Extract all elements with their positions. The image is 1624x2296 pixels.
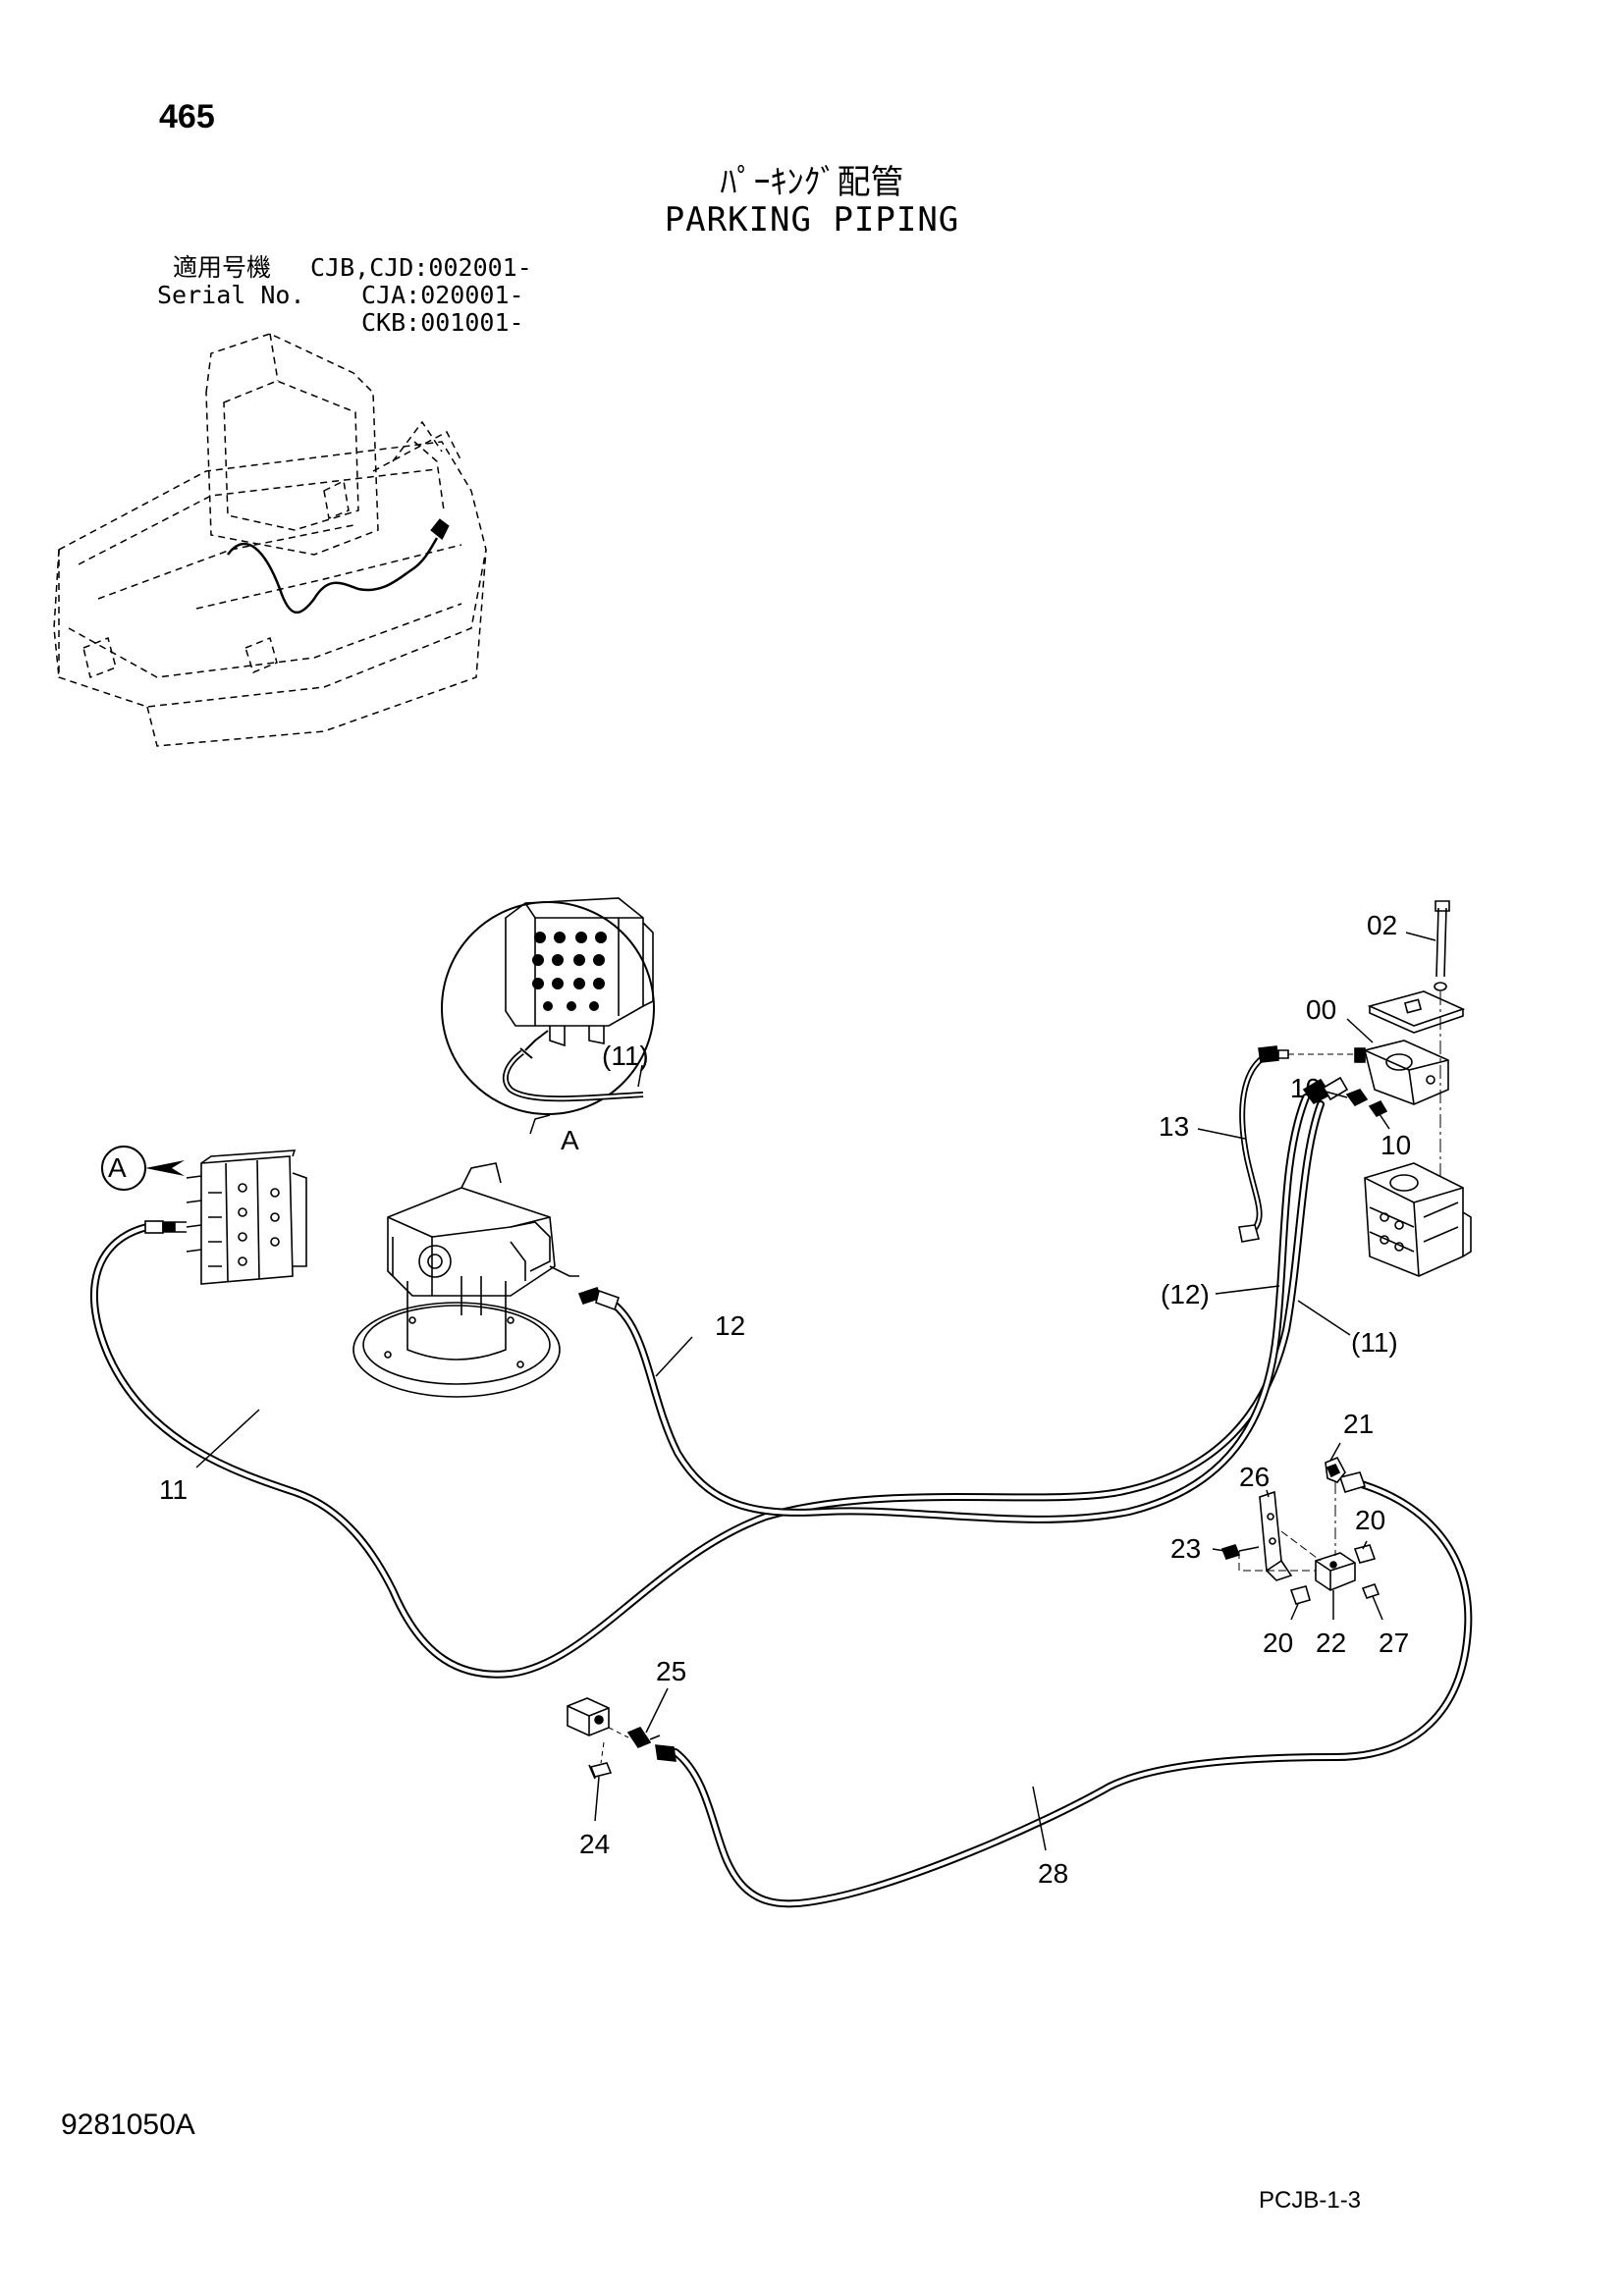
callout-12: 12 [715,1310,745,1341]
callout-13: 13 [1159,1111,1189,1142]
hose-fittings [144,1045,1367,1762]
view-marker-a-letter: A [108,1152,127,1183]
bracket-assembly [1220,1456,1380,1605]
callout-26: 26 [1239,1462,1270,1492]
serial-label-en: Serial No. [157,281,305,309]
control-valve [146,1149,307,1285]
serial-label-jp: 適用号機 [173,253,272,282]
page-title: PARKING PIPING [664,200,960,240]
callout-labels: 02 00 10 10 13 (11) A A (12) (11) 12 11 … [108,910,1411,1889]
serial-value-1: CJB,CJD:002001- [310,253,532,282]
hose-12 [605,1094,1310,1523]
hose-lines [90,1052,1473,1908]
callout-10-lower: 10 [1380,1130,1411,1160]
page-number: 465 [159,98,215,135]
callout-28: 28 [1038,1858,1068,1889]
parking-brake-valve-assembly [1345,900,1472,1277]
serial-value-2: CJA:020001- [361,281,524,309]
callout-27: 27 [1379,1628,1409,1658]
callout-23: 23 [1170,1533,1201,1564]
callout-24: 24 [579,1829,610,1859]
callout-20-upper: 20 [1355,1505,1385,1535]
leader-lines [195,932,1436,1851]
callout-00: 00 [1306,994,1336,1025]
callout-11-detail: (11) [602,1041,649,1071]
view-label-a: A [561,1125,579,1155]
callout-11: 11 [159,1474,188,1505]
hose-28 [672,1478,1473,1908]
hose-13 [1239,1052,1270,1235]
view-a-marker [101,1146,185,1191]
callout-11-paren-right: (11) [1351,1327,1398,1358]
serial-value-3: CKB:001001- [361,308,524,337]
callout-25: 25 [656,1656,686,1686]
callout-21: 21 [1343,1409,1374,1439]
callout-22: 22 [1316,1628,1346,1658]
overview-hose-path [226,518,450,614]
page-code: PCJB-1-3 [1259,2187,1362,2214]
swing-motor [352,1162,579,1398]
callout-20-lower: 20 [1263,1628,1293,1658]
drawing-number: 9281050A [61,2109,195,2141]
excavator-overview-illustration [53,333,487,747]
page-title-jp: ﾊﾟｰｷﾝｸﾞ配管 [720,163,904,202]
detail-view-a [441,897,655,1135]
adapter-parts [567,1697,661,1780]
callout-02: 02 [1367,910,1397,940]
callout-10-upper: 10 [1290,1073,1321,1103]
callout-12-paren: (12) [1161,1279,1210,1309]
